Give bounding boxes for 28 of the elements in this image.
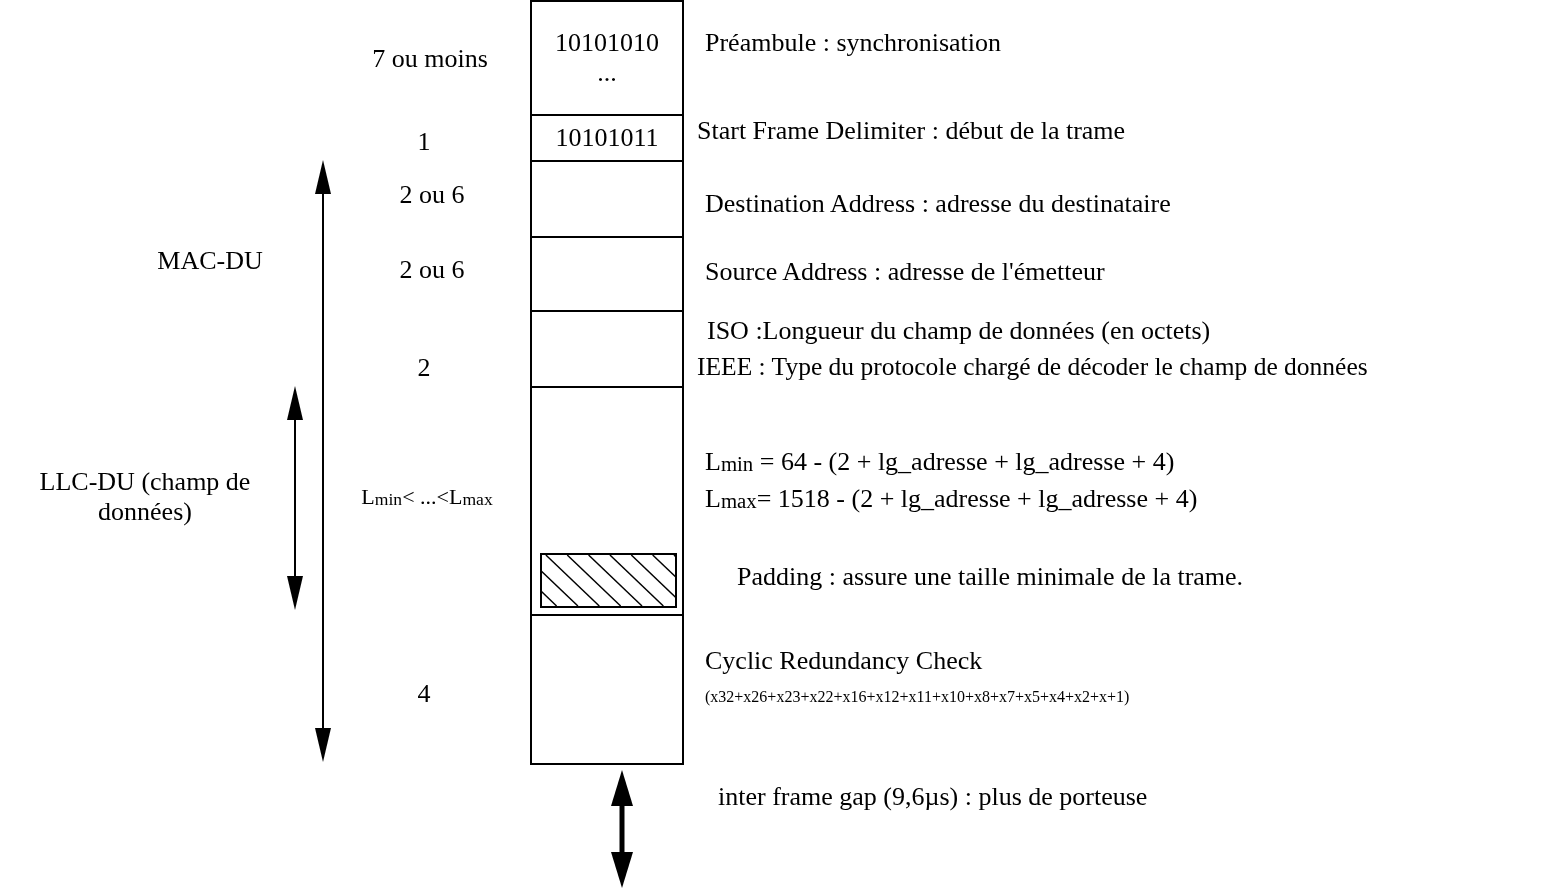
field-label: 4 — [417, 679, 431, 709]
field-label: MAC-DU — [157, 246, 263, 276]
field-label: inter frame gap (9,6µs) : plus de porteuse — [718, 782, 1148, 812]
field-label: 2 ou 6 — [399, 180, 465, 210]
field-label: ISO :Longueur du champ de données (en octets) — [707, 316, 1211, 346]
frame-field-box — [530, 386, 684, 616]
hatched-box — [540, 553, 677, 608]
field-label: Start Frame Delimiter : début de la trame — [697, 116, 1126, 146]
frame-field-box — [530, 0, 684, 116]
frame-field-box — [530, 310, 684, 388]
field-label: 2 ou 6 — [399, 255, 465, 285]
field-label: Source Address : adresse de l'émetteur — [705, 257, 1105, 287]
field-label: 2 — [417, 353, 431, 383]
field-label: Padding : assure une taille minimale de la trame. — [737, 562, 1244, 592]
frame-field-box — [530, 614, 684, 765]
field-label: Préambule : synchronisation — [705, 28, 1002, 58]
field-label: 1 — [417, 127, 431, 157]
field-label: Destination Address : adresse du destinataire — [705, 189, 1171, 219]
frame-field-box — [530, 160, 684, 238]
field-label: Cyclic Redundancy Check — [705, 646, 983, 676]
bit-pattern: 10101010 ... — [554, 28, 660, 88]
field-label: (x32+x26+x23+x22+x16+x12+x11+x10+x8+x7+x5+x4+x2+x+1) — [705, 687, 1130, 707]
field-label: 7 ou moins — [372, 44, 488, 74]
field-label: LLC-DU (champ de données) — [38, 467, 252, 527]
frame-field-box — [530, 114, 684, 162]
frame-field-box — [530, 236, 684, 312]
field-label: IEEE : Type du protocole chargé de décoder le champ de données — [697, 352, 1368, 382]
bit-pattern: 10101011 — [555, 123, 659, 153]
